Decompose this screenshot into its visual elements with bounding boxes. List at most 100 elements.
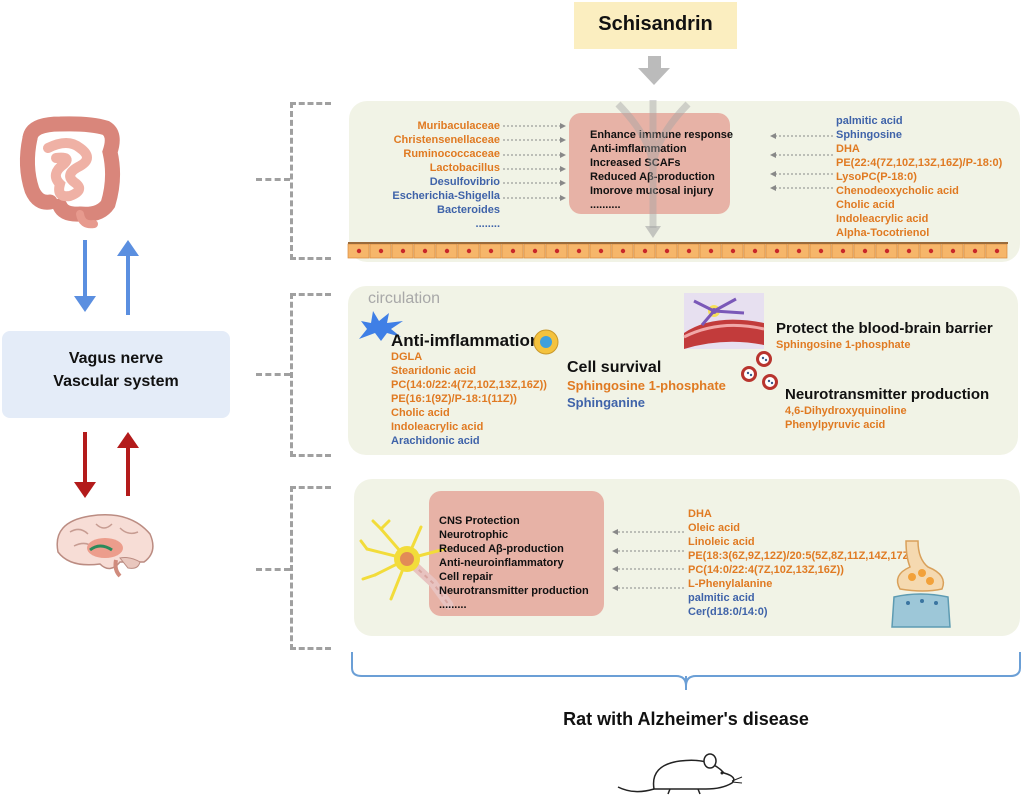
brain-metabolite-list: DHA Oleic acid Linoleic acid PE(18:3(6Z,… [688,507,917,619]
mouse-icon [617,753,743,795]
circulation-bracket-stem [256,373,290,376]
gut-effect-item: Imorove mucosal injury [590,185,714,197]
epithelial-nucleus [664,248,670,254]
epithelial-nucleus [510,248,516,254]
gut-metabolite-list: palmitic acid Sphingosine DHA PE(22:4(7Z… [836,114,1002,240]
outcome-title: Rat with Alzheimer's disease [563,709,809,729]
neurotransmitter-title: Neurotransmitter production [785,386,990,403]
gut-metabolite-item: Cholic acid [836,199,895,211]
epithelial-nucleus [906,248,912,254]
schisandrin-box [574,2,737,49]
brain-metabolite-item: Cer(d18:0/14:0) [688,606,768,618]
cell-survival-title: Cell survival [567,359,662,376]
gut-effects-list: Enhance immune response Anti-imflammatio… [590,128,733,212]
blood-vessel-icon [683,293,765,349]
gut-metabolite-item: LysoPC(P-18:0) [836,171,917,183]
epithelial-nucleus [950,248,956,254]
brain-metabolite-item: Linoleic acid [688,536,755,548]
anti-item: PC(14:0/22:4(7Z,10Z,13Z,16Z)) [391,379,547,391]
gut-effect-item: .......... [590,199,621,211]
schisandrin-label: Schisandrin [598,13,713,35]
brain-bracket [290,486,331,650]
gut-metabolite-item: Alpha-Tocotrienol [836,227,930,239]
gut-metabolite-item: DHA [836,143,860,155]
epithelial-nucleus [488,248,494,254]
anti-item: Indoleacrylic acid [391,421,484,433]
epithelial-nucleus [532,248,538,254]
bacteria-item: Muribaculaceae [417,120,500,132]
epithelial-nucleus [862,248,868,254]
gut-effect-item: Anti-imflammation [590,143,687,155]
brain-metabolite-item: DHA [688,508,712,520]
hub-line-2: Vascular system [53,373,179,390]
bbb-item: Sphingosine 1-phosphate [776,339,911,351]
epithelial-nucleus [400,248,406,254]
neuron-icon [359,519,454,610]
epithelium-border [348,242,1008,244]
brain-effects-list: CNS Protection Neurotrophic Reduced Aβ-p… [439,514,589,612]
gut-metabolite-item: palmitic acid [836,115,903,127]
gut-metabolite-item: Indoleacrylic acid [836,213,929,225]
brain-effect-item: CNS Protection [439,515,520,527]
epithelial-nucleus [466,248,472,254]
cell-survival-item: Sphinganine [567,395,645,410]
epithelial-nucleus [598,248,604,254]
brain-effect-item: Neurotransmitter production [439,585,589,597]
epithelial-nucleus [554,248,560,254]
anti-item: Stearidonic acid [391,365,476,377]
anti-inflammation-title: Anti-imflammation [391,331,541,350]
brain-metabolite-item: palmitic acid [688,592,755,604]
circulation-panel [348,286,1018,455]
anti-inflammation-list: DGLA Stearidonic acid PC(14:0/22:4(7Z,10… [391,350,547,448]
neuro-item: Phenylpyruvic acid [785,419,886,431]
epithelial-nucleus [840,248,846,254]
anti-item: DGLA [391,351,423,363]
epithelial-nucleus [818,248,824,254]
gut-effect-item: Enhance immune response [590,129,734,141]
cell-icon [533,329,559,355]
epithelial-nucleus [642,248,648,254]
gut-bracket-stem [256,178,290,181]
gut-effect-item: Increased SCAFs [590,157,681,169]
epithelial-nucleus [356,248,362,254]
anti-item: Arachidonic acid [391,435,480,447]
bacteria-item: Lactobacillus [429,162,500,174]
brain-icon [56,514,154,578]
brain-effect-box [429,491,604,616]
synapse-icon [891,540,951,628]
hub-line-1: Vagus nerve [68,350,164,367]
epithelial-nucleus [774,248,780,254]
epithelial-nucleus [730,248,736,254]
circulation-label: circulation [368,290,441,307]
bbb-title: Protect the blood-brain barrier [776,320,993,337]
brain-metabolite-item: Oleic acid [688,522,740,534]
gut-metabolite-item: Chenodeoxycholic acid [836,185,959,197]
epithelial-nucleus [422,248,428,254]
gut-metabolite-item: Sphingosine [836,129,902,141]
bacteria-item: Christensenellaceae [393,134,500,146]
epithelial-nucleus [752,248,758,254]
bacteria-item: Ruminococcaceae [403,148,500,160]
gut-effect-box [569,113,730,214]
epithelial-nucleus [884,248,890,254]
anti-item: PE(16:1(9Z)/P-18:1(11Z)) [391,393,517,405]
brain-effect-item: Cell repair [439,571,493,583]
epithelial-nucleus [444,248,450,254]
brain-metabolite-item: L-Phenylalanine [688,578,773,590]
epithelial-nucleus [796,248,802,254]
anti-item: Cholic acid [391,407,450,419]
neurotransmitter-list: 4,6-Dihydroxyquinoline Phenylpyruvic aci… [785,404,907,432]
bacteria-item: ........ [475,218,500,230]
bacteria-item: Bacteroides [437,204,500,216]
intestine-icon [19,116,121,229]
brain-metabolite-item: PC(14:0/22:4(7Z,10Z,13Z,16Z)) [688,564,844,576]
intestinal-epithelium-strip [347,242,1008,259]
brain-metabolite-item: PE(18:3(6Z,9Z,12Z)/20:5(5Z,8Z,11Z,14Z,17… [688,550,917,562]
brain-effect-item: Neurotrophic [439,529,509,541]
brain-effect-item: Reduced Aβ-production [439,543,564,555]
circulation-bracket [290,293,331,457]
gut-metabolite-item: PE(22:4(7Z,10Z,13Z,16Z)/P-18:0) [836,157,1003,169]
